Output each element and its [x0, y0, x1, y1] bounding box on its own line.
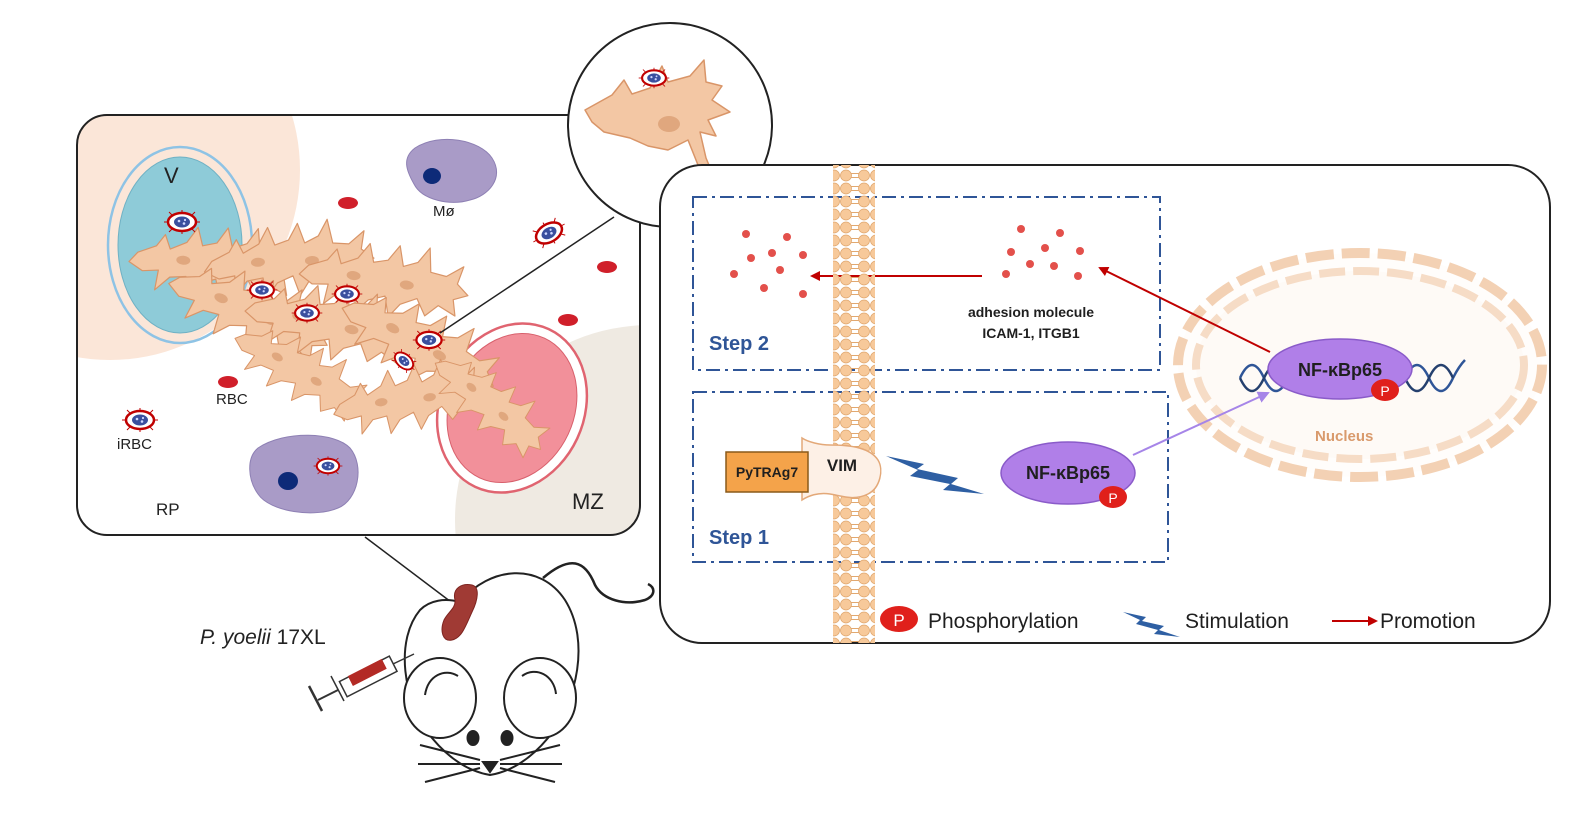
- mouse-illustration: [403, 561, 655, 783]
- pytrag7-label: PyTRAg7: [736, 464, 798, 480]
- parasite-species: P. yoelii: [200, 626, 272, 649]
- step2-label: Step 2: [709, 333, 769, 355]
- parasite-strain: 17XL: [271, 626, 326, 649]
- legend: P Phosphorylation Stimulation Promotion: [880, 606, 1476, 637]
- syringe-icon: [307, 653, 415, 712]
- macrophage-top: [406, 138, 498, 203]
- vim-label: VIM: [827, 456, 857, 475]
- macrophage-bottom: [249, 434, 359, 514]
- rbc-label: RBC: [216, 391, 248, 408]
- secreted-adhesion-molecules: [730, 230, 807, 298]
- phospho-badge-nucleus-text: P: [1380, 383, 1389, 399]
- nfkb-cytoplasm-protein: [1000, 441, 1136, 505]
- vessel-label: V: [164, 163, 179, 188]
- legend-phospho-symbol-text: P: [893, 611, 904, 630]
- nfkb-cytoplasm-label: NF-κBp65: [1026, 463, 1110, 483]
- marginal-zone-label: MZ: [572, 489, 604, 514]
- translocation-arrow: [1132, 391, 1270, 456]
- parasite-label: P. yoelii 17XL: [200, 626, 326, 649]
- irbc-label: iRBC: [117, 436, 152, 453]
- nucleus-label: Nucleus: [1315, 428, 1373, 445]
- intracellular-adhesion-molecules: [1002, 225, 1084, 280]
- mouse-to-spleen-line: [364, 536, 456, 606]
- adhesion-molecule-line1: adhesion molecule: [968, 304, 1094, 320]
- legend-phospho-symbol: P: [880, 606, 918, 632]
- cell-membrane: [833, 165, 875, 643]
- legend-stimulation: Stimulation: [1185, 610, 1289, 633]
- phospho-badge-cytoplasm-text: P: [1108, 490, 1117, 506]
- spleen-section-panel: V Mø: [76, 114, 641, 536]
- mouse-spleen-organ: [441, 584, 478, 641]
- phospho-badge-nucleus: P: [1371, 379, 1399, 401]
- step1-label: Step 1: [709, 527, 769, 549]
- stimulation-signal: [886, 456, 984, 494]
- vim-receptor: [801, 436, 882, 502]
- legend-promotion: Promotion: [1380, 610, 1476, 633]
- step1-box: [692, 391, 1169, 563]
- legend-stimulation-symbol: [1123, 612, 1180, 637]
- red-pulp-label: RP: [156, 500, 180, 519]
- macrophage-label: Mø: [433, 203, 455, 220]
- phospho-badge-cytoplasm: P: [1099, 486, 1127, 508]
- dna-strand: [1238, 359, 1466, 393]
- promotion-arrow-transcription: [1098, 267, 1271, 353]
- step2-box: [692, 196, 1161, 371]
- nfkb-nucleus-label: NF-κBp65: [1298, 360, 1382, 380]
- legend-phosphorylation: Phosphorylation: [928, 610, 1079, 633]
- adhesion-molecule-line2: ICAM-1, ITGB1: [982, 325, 1079, 341]
- red-blood-cells: [218, 197, 617, 388]
- pytrag7-ligand: [725, 451, 809, 493]
- zoom-line-1: [439, 216, 615, 334]
